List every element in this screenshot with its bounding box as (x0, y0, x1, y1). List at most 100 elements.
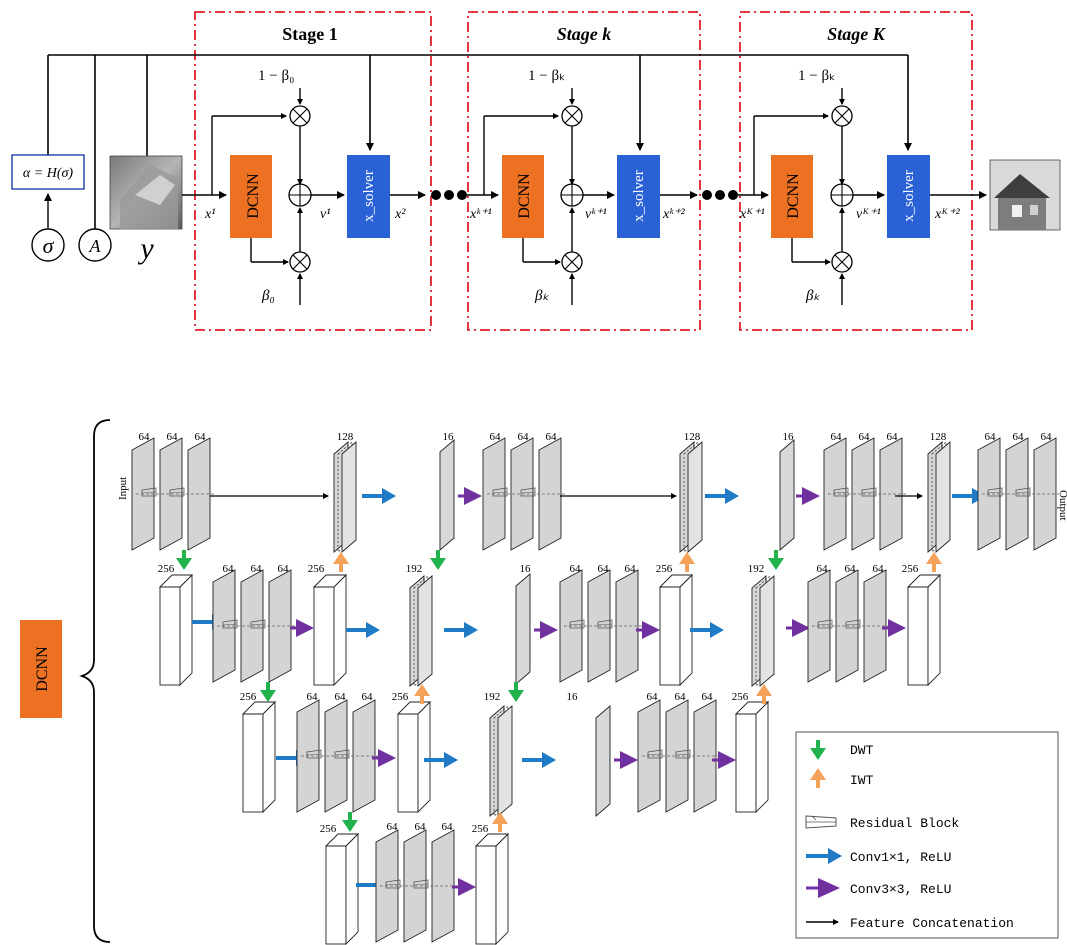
sK-x-in: xᴷ⁺¹ (739, 207, 765, 222)
row1-ch-3: 64 (195, 431, 207, 443)
row2-cat-2: 192 (748, 563, 765, 575)
sK-v: vᴷ⁺¹ (856, 207, 881, 222)
row3-ch-3: 64 (362, 691, 374, 703)
sigma-node (31, 228, 65, 262)
row1-ch-12: 64 (1041, 431, 1053, 443)
sk-x-in: xᵏ⁺¹ (469, 207, 492, 222)
s1-dcnn-block (230, 155, 272, 238)
ellipsis-dots-2 (702, 190, 738, 200)
sK-x-out: xᴷ⁺² (934, 207, 961, 222)
row3: 256 64 64 64 256 192 16 64 64 64 256 (240, 691, 769, 817)
row2-ch-2: 64 (251, 563, 263, 575)
sk-v: vᵏ⁺¹ (585, 207, 607, 222)
sK-solver-block (887, 155, 930, 238)
legend-conv1: Conv1×1, ReLU (850, 850, 951, 865)
dcnn-side-label: DCNN (34, 646, 51, 692)
row1-ch-8: 64 (859, 431, 871, 443)
legend-conv3: Conv3×3, ReLU (850, 882, 951, 897)
row4-ch-1: 64 (387, 821, 399, 833)
sk-solver-block (617, 155, 660, 238)
sK-dcnn-block (771, 155, 813, 238)
alpha-formula: α = H(σ) (23, 166, 73, 181)
stage-1-box (194, 11, 432, 331)
row3-ch-2: 64 (335, 691, 347, 703)
row2-ch-6: 64 (625, 563, 637, 575)
row2-ch-16: 16 (520, 563, 532, 575)
legend-iwt: IWT (850, 773, 874, 788)
row1: Input 64 64 64 128 16 64 64 64 128 16 64… (117, 431, 1067, 553)
row1-ch-16-a: 16 (443, 431, 455, 443)
row1-cat-3: 128 (930, 431, 947, 443)
row1-ch-4: 64 (490, 431, 502, 443)
row4: 256 64 64 64 256 (320, 821, 509, 945)
sk-dcnn-block (502, 155, 544, 238)
row3-wide-1: 256 (240, 691, 257, 703)
row4-ch-2: 64 (415, 821, 427, 833)
ellipsis-dots-1 (431, 190, 467, 200)
y-label: y (137, 232, 154, 265)
s1-solver-label: x_solver (361, 170, 377, 222)
sK-beta: βₖ (805, 288, 820, 304)
row2-ch-3: 64 (278, 563, 290, 575)
s1-x-in: x¹ (204, 207, 215, 222)
sk-dcnn-label: DCNN (516, 173, 533, 219)
row4-wide-1: 256 (320, 823, 337, 835)
row2-wide-1: 256 (158, 563, 175, 575)
legend-residual: Residual Block (850, 816, 959, 831)
sk-beta: βₖ (534, 288, 549, 304)
row2-ch-4: 64 (570, 563, 582, 575)
stage-k-box (467, 11, 701, 331)
row2-wide-3: 256 (656, 563, 673, 575)
row2-cat-1: 192 (406, 563, 423, 575)
row1-input-label: Input (117, 477, 129, 500)
row3-ch-6: 64 (702, 691, 714, 703)
legend-concat: Feature Concatenation (850, 916, 1014, 931)
stage-K-title: Stage K (827, 24, 887, 44)
row1-cat-1: 128 (337, 431, 354, 443)
row1-ch-6: 64 (546, 431, 558, 443)
row4-ch-3: 64 (442, 821, 454, 833)
s1-dcnn-label: DCNN (245, 173, 262, 219)
s1-minus-beta: 1 − β₀ (258, 68, 294, 84)
row2-wide-4: 256 (902, 563, 919, 575)
row1-output-label: Output (1057, 490, 1067, 521)
row3-ch-4: 64 (647, 691, 659, 703)
row2-wide-2: 256 (308, 563, 325, 575)
row1-ch-1: 64 (139, 431, 151, 443)
stage-K-box (739, 11, 973, 331)
dcnn-side-block (20, 620, 62, 718)
s1-x-out: x² (394, 207, 406, 222)
row3-ch-5: 64 (675, 691, 687, 703)
A-label: A (89, 236, 102, 256)
row2-ch-1: 64 (223, 563, 235, 575)
row1-ch-7: 64 (831, 431, 843, 443)
stage-1-title: Stage 1 (282, 24, 338, 44)
row2-ch-5: 64 (598, 563, 610, 575)
row3-ch-1: 64 (307, 691, 319, 703)
sK-minus-beta: 1 − βₖ (798, 68, 835, 84)
s1-beta: β₀ (261, 288, 275, 304)
s1-v: v¹ (320, 207, 330, 222)
row1-ch-10: 64 (985, 431, 997, 443)
sk-solver-label: x_solver (631, 170, 647, 222)
row2-ch-8: 64 (845, 563, 857, 575)
row2-ch-9: 64 (873, 563, 885, 575)
legend-dwt: DWT (850, 743, 874, 758)
sK-solver-label: x_solver (901, 170, 917, 222)
input-image-y (109, 155, 183, 230)
stage-k-title: Stage k (557, 24, 612, 44)
sigma-label: σ (43, 233, 55, 258)
row3-ch-16: 16 (567, 691, 579, 703)
row1-cat-2: 128 (684, 431, 701, 443)
row1-ch-16-b: 16 (783, 431, 795, 443)
row1-ch-9: 64 (887, 431, 899, 443)
sk-minus-beta: 1 − βₖ (528, 68, 565, 84)
row2: 256 64 64 64 256 192 16 64 64 64 256 192… (158, 563, 941, 687)
sK-dcnn-label: DCNN (785, 173, 802, 219)
dcnn-brace (79, 419, 111, 943)
row3-cat-1: 192 (484, 691, 501, 703)
legend: DWT IWT Residual Block Conv1×1, ReLU Con… (795, 731, 1059, 939)
sk-x-out: xᵏ⁺² (662, 207, 686, 222)
s1-solver-block (347, 155, 390, 238)
